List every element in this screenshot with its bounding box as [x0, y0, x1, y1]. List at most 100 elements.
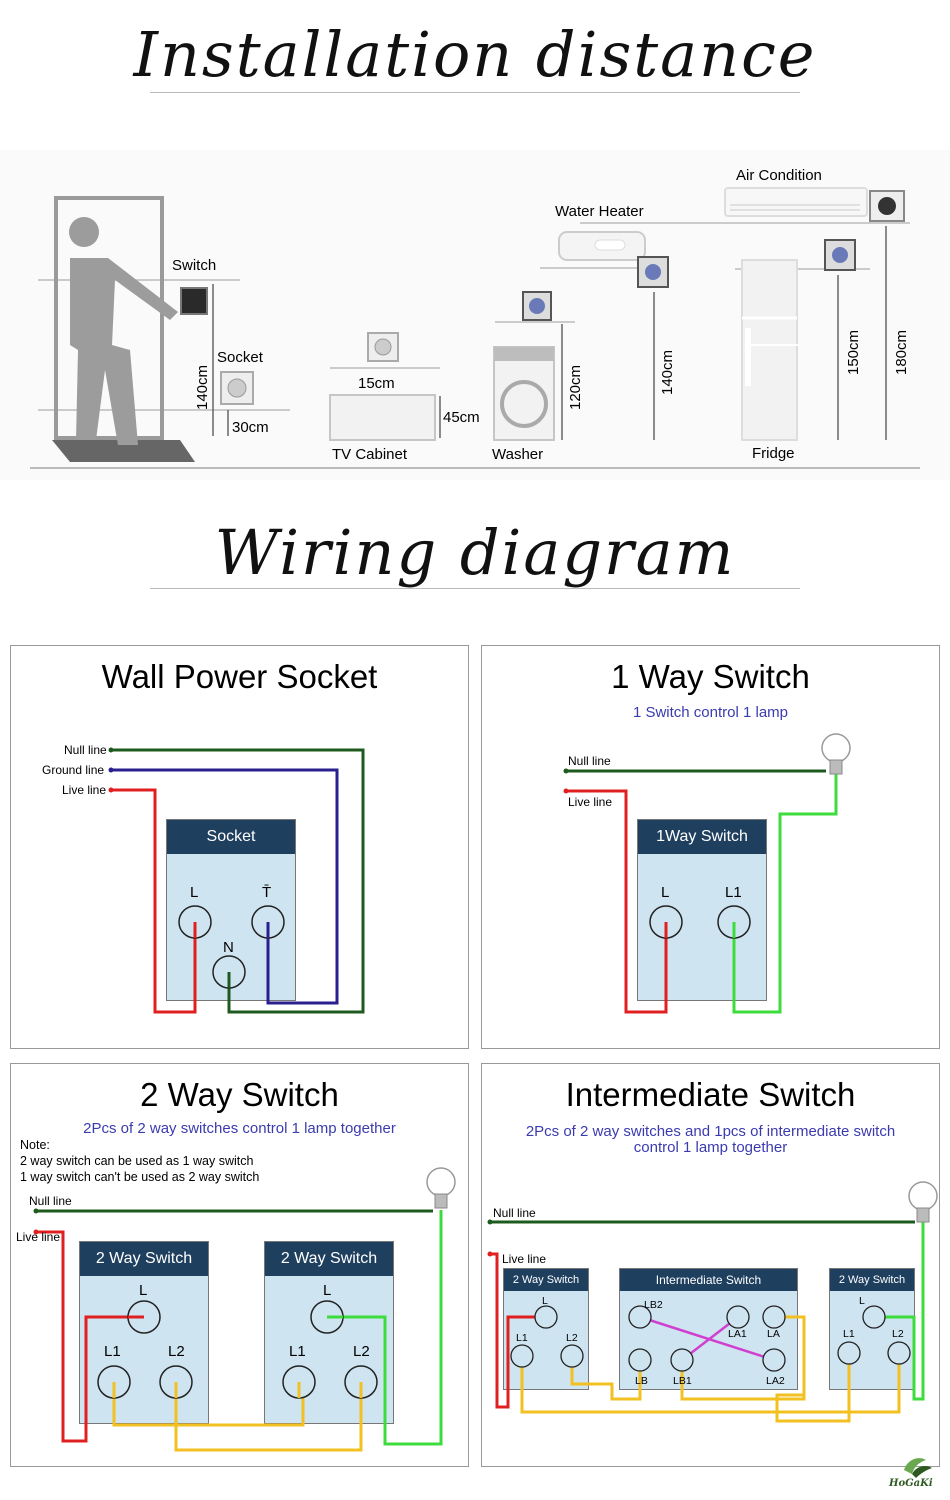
one-way-wiring: Null line Live line L L1 — [563, 733, 851, 1014]
live-line-label: Live line — [62, 783, 106, 797]
null-line-label: Null line — [29, 1194, 72, 1208]
intermediate-mid-device-header: Intermediate Switch — [620, 1269, 797, 1291]
wall-socket-panel: Wall Power Socket Socket Null line Groun… — [10, 645, 469, 1049]
mid-terminal-la1 — [726, 1305, 750, 1329]
floor-mat-icon — [52, 440, 195, 462]
terminal-l-label: L — [190, 884, 198, 901]
intermediate-subtitle: 2Pcs of 2 way switches and 1pcs of inter… — [525, 1123, 896, 1156]
mid-terminal-la2 — [762, 1348, 786, 1372]
one-way-device-header: 1Way Switch — [638, 820, 766, 854]
socket-height-label: 30cm — [232, 419, 269, 436]
mid-terminal-lb2-label: LB2 — [644, 1299, 663, 1311]
wiring-title: Wiring diagram — [214, 516, 736, 589]
cross-lb1-la1 — [681, 1316, 739, 1361]
two-way-note: Note: 2 way switch can be used as 1 way … — [20, 1138, 260, 1184]
right-terminal-l1-label: L1 — [289, 1343, 306, 1360]
switch-label: Switch — [172, 257, 216, 274]
right-terminal-l — [862, 1305, 886, 1329]
socket-label: Socket — [217, 349, 264, 366]
mid-terminal-lb1 — [670, 1348, 694, 1372]
fridge-icon — [741, 259, 798, 441]
lamp-icon — [908, 1181, 938, 1223]
left-terminal-l1-label: L1 — [104, 1343, 121, 1360]
installation-height-diagram: Switch Socket 140cm 30cm 15cm 45cm TV Ca… — [0, 150, 950, 480]
right-terminal-l-label: L — [323, 1282, 331, 1299]
door-frame-icon — [54, 196, 164, 440]
wall-socket-wiring: Null line Ground line Live line L T̄ N — [42, 743, 365, 1014]
left-terminal-l2-label: L2 — [566, 1332, 578, 1344]
right-terminal-l2 — [887, 1341, 911, 1365]
mid-terminal-lb-label: LB — [635, 1375, 648, 1387]
ground-line-label: Ground line — [42, 763, 104, 777]
traveler-outer — [520, 1356, 901, 1414]
air-condition-label: Air Condition — [736, 167, 822, 184]
washer-height-label: 120cm — [567, 365, 584, 410]
air-condition-icon — [724, 187, 868, 217]
live-wire — [111, 788, 197, 1014]
live-line-label: Live line — [502, 1252, 546, 1266]
right-terminal-l-label: L — [859, 1295, 865, 1307]
two-way-subtitle: 2Pcs of 2 way switches control 1 lamp to… — [83, 1120, 396, 1137]
left-terminal-l-label: L — [542, 1295, 548, 1307]
terminal-l1-label: L1 — [725, 884, 742, 901]
left-terminal-l2 — [560, 1344, 584, 1368]
null-wire — [111, 748, 365, 1014]
switch-height-label: 140cm — [194, 365, 211, 410]
lamp-wire — [732, 774, 838, 1014]
right-terminal-l1 — [837, 1341, 861, 1365]
cross-lb2-la2 — [639, 1315, 775, 1362]
mid-terminal-la1-label: LA1 — [728, 1328, 747, 1340]
lamp-icon — [821, 733, 851, 775]
tv-cabinet-label: TV Cabinet — [332, 446, 408, 463]
traveler-l2 — [174, 1382, 363, 1452]
mid-terminal-lb2 — [628, 1305, 652, 1329]
tv-socket-offset-label: 15cm — [358, 375, 395, 392]
left-terminal-l2-label: L2 — [168, 1343, 185, 1360]
two-way-wiring: Null line Live line L L1 L2 L L1 L2 — [16, 1167, 456, 1452]
one-way-title: 1 Way Switch — [611, 658, 810, 695]
mid-terminal-la — [762, 1305, 786, 1329]
mid-terminal-lb — [628, 1348, 652, 1372]
washer-label: Washer — [492, 446, 543, 463]
logo-text: HoGaKi — [889, 1478, 933, 1489]
null-line-label: Null line — [568, 754, 611, 768]
one-way-subtitle: 1 Switch control 1 lamp — [632, 704, 789, 721]
two-way-panel: 2 Way Switch 2Pcs of 2 way switches cont… — [10, 1063, 469, 1467]
intermediate-left-device: 2 Way Switch — [503, 1268, 589, 1390]
intermediate-right-device: 2 Way Switch — [829, 1268, 915, 1390]
terminal-t-label: T̄ — [262, 884, 271, 901]
lamp-wire — [327, 1210, 443, 1446]
left-terminal-l1 — [510, 1344, 534, 1368]
wiring-title-underline — [150, 588, 800, 589]
right-terminal-l1-label: L1 — [843, 1328, 855, 1340]
switch-plate-icon — [180, 287, 208, 315]
socket-device-header: Socket — [167, 820, 295, 854]
installation-title-underline — [150, 92, 800, 93]
terminal-n-label: N — [223, 939, 234, 956]
traveler-lb — [570, 1356, 642, 1401]
null-line-label: Null line — [64, 743, 107, 757]
water-heater-height-label: 140cm — [659, 350, 676, 395]
right-terminal-l2-label: L2 — [353, 1343, 370, 1360]
air-condition-height-label: 180cm — [893, 330, 910, 375]
null-line-label: Null line — [493, 1206, 536, 1220]
traveler-l1 — [112, 1382, 305, 1427]
fridge-label: Fridge — [752, 445, 795, 462]
right-terminal-l2-label: L2 — [892, 1328, 904, 1340]
lamp-wire — [876, 1209, 925, 1401]
left-terminal-l1-label: L1 — [516, 1332, 528, 1344]
traveler-lb1 — [680, 1361, 806, 1401]
intermediate-title: Intermediate Switch — [565, 1076, 856, 1113]
two-way-device-right-header: 2 Way Switch — [265, 1242, 393, 1276]
lamp-icon — [426, 1167, 456, 1209]
intermediate-panel: Intermediate Switch 2Pcs of 2 way switch… — [481, 1063, 940, 1467]
live-line-label: Live line — [568, 795, 612, 809]
live-wire — [566, 789, 668, 1014]
wall-socket-title: Wall Power Socket — [101, 658, 378, 695]
intermediate-left-device-header: 2 Way Switch — [504, 1269, 588, 1291]
person-icon — [69, 217, 178, 445]
one-way-panel: 1 Way Switch 1 Switch control 1 lamp 1Wa… — [481, 645, 940, 1049]
left-terminal-l — [534, 1305, 558, 1329]
live-line-label: Live line — [16, 1230, 60, 1244]
tv-cabinet-icon — [329, 394, 436, 441]
